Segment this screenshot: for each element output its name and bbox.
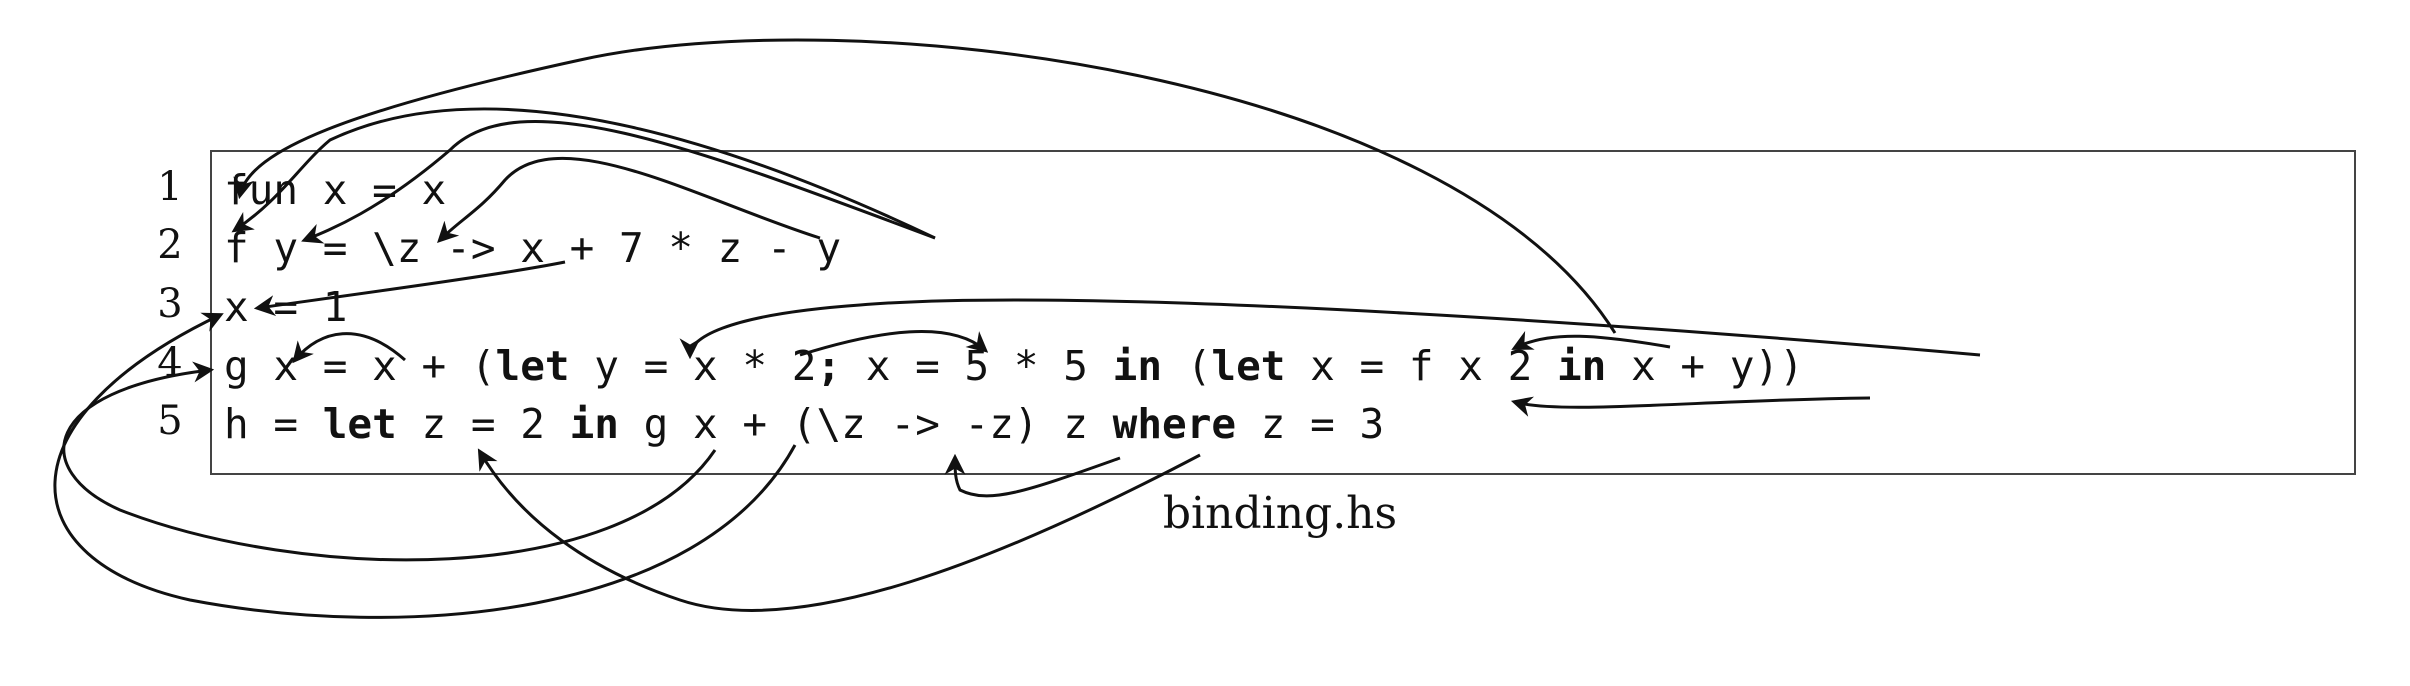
code-keyword: let bbox=[322, 400, 397, 448]
code-text: x + y)) bbox=[1606, 342, 1804, 390]
figure-caption: binding.hs bbox=[1162, 488, 1398, 539]
code-text: z = 3 bbox=[1236, 400, 1385, 448]
code-line-2: f y = \z -> x + 7 * z - y bbox=[224, 224, 841, 272]
line-number-4: 4 bbox=[157, 340, 183, 386]
code-line-1: fun x = x bbox=[224, 166, 446, 214]
line-number-5: 5 bbox=[157, 398, 183, 444]
code-line-5: h = let z = 2 in g x + (\z -> -z) z wher… bbox=[224, 400, 1384, 448]
code-keyword: let bbox=[1211, 342, 1286, 390]
code-keyword: ; bbox=[816, 342, 842, 390]
code-text: h = bbox=[224, 400, 323, 448]
code-text: x = 5 * 5 bbox=[841, 342, 1113, 390]
line-number-3: 3 bbox=[157, 281, 183, 327]
code-text: g x = x + ( bbox=[224, 342, 496, 390]
code-text: ( bbox=[1162, 342, 1212, 390]
code-text: z = 2 bbox=[396, 400, 570, 448]
code-text: x = f x 2 bbox=[1285, 342, 1557, 390]
code-text: x = 1 bbox=[224, 283, 348, 331]
line-number-1: 1 bbox=[157, 164, 183, 210]
code-line-3: x = 1 bbox=[224, 283, 347, 331]
code-keyword: let bbox=[495, 342, 570, 390]
line-number-2: 2 bbox=[157, 222, 183, 268]
code-keyword: in bbox=[1112, 342, 1163, 390]
code-keyword: in bbox=[1557, 342, 1607, 390]
code-line-4: g x = x + (let y = x * 2; x = 5 * 5 in (… bbox=[224, 342, 1804, 390]
code-keyword: in bbox=[569, 400, 619, 448]
code-keyword: where bbox=[1112, 400, 1237, 448]
code-text: g x + (\z -> -z) z bbox=[618, 400, 1113, 448]
code-text: f y = \z -> x + 7 * z - y bbox=[224, 224, 842, 272]
code-text: y = x * 2 bbox=[569, 342, 817, 390]
code-text: fun x = x bbox=[224, 166, 447, 214]
